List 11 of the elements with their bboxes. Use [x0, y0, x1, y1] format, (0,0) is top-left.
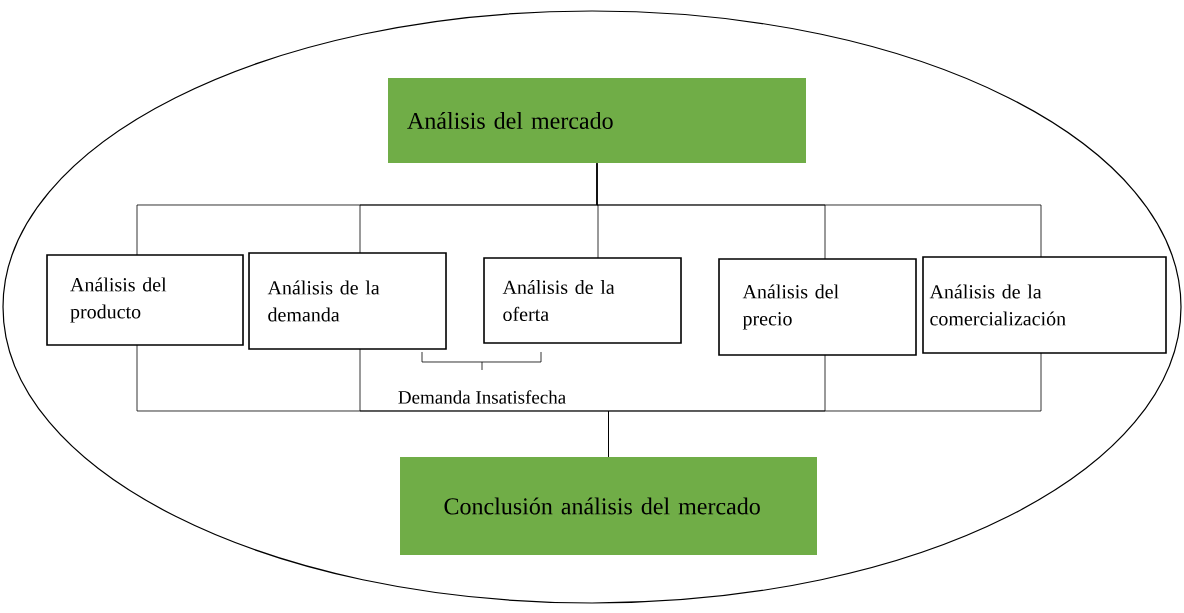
topic-box: Análisis del precio [718, 258, 917, 356]
bracket-label: Demanda Insatisfecha [398, 390, 566, 404]
connector-line [608, 352, 1042, 458]
topic-box: Análisis del producto [46, 254, 244, 346]
connector-line [596, 162, 1042, 258]
ellipse-outline [2, 10, 1182, 604]
heading-box: Análisis del mercado [388, 78, 806, 163]
topic-box: Análisis de la comercialización [922, 256, 1167, 354]
topic-box: Análisis de la demanda [248, 252, 447, 350]
conclusion-box: Conclusión análisis del mercado [400, 457, 817, 555]
topic-box: Análisis de la oferta [483, 257, 682, 344]
